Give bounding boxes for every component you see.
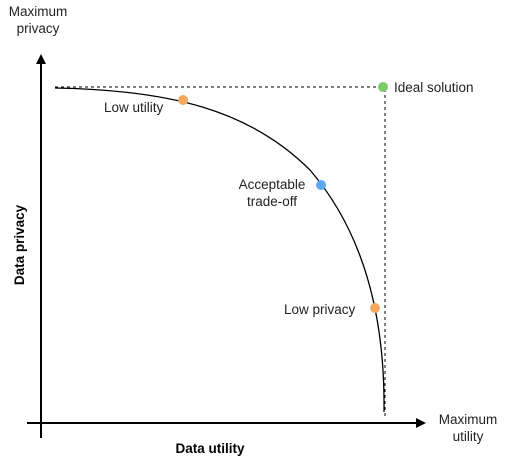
tradeoff-curve — [54, 87, 385, 413]
acceptable-tradeoff-point — [316, 180, 326, 190]
low-utility-point — [178, 95, 188, 105]
y-axis-title: Data privacy — [12, 204, 27, 285]
x-axis-end-label-line2: utility — [453, 429, 484, 444]
acceptable-tradeoff-label-line1: Acceptable — [239, 177, 306, 192]
x-axis-title: Data utility — [175, 441, 245, 456]
low-utility-label: Low utility — [104, 100, 164, 115]
low-privacy-point — [370, 303, 380, 313]
low-privacy-label: Low privacy — [284, 302, 356, 317]
x-axis-end-label-line1: Maximum — [439, 412, 498, 427]
y-axis-top-label-line2: privacy — [17, 21, 60, 36]
y-axis-top-label-line1: Maximum — [9, 4, 68, 19]
ideal-solution-point — [378, 82, 388, 92]
ideal-solution-label: Ideal solution — [394, 80, 474, 95]
acceptable-tradeoff-label-line2: trade-off — [247, 194, 297, 209]
